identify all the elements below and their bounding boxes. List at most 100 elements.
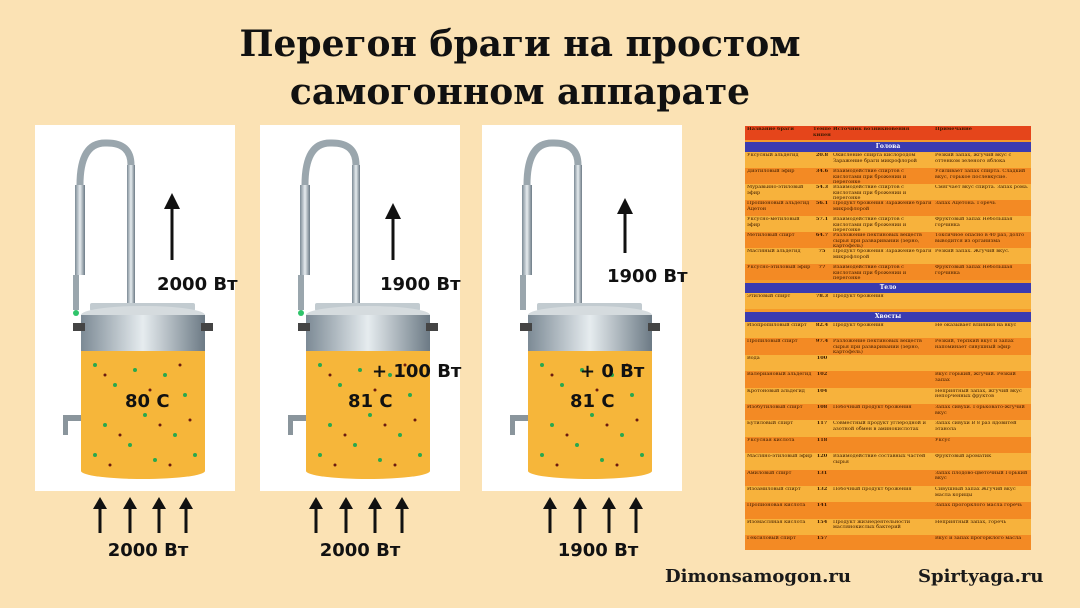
source-cell: Побочный продукт брожения [833, 405, 912, 410]
source-cell: Разложение пектиновых веществ сырья при … [833, 233, 922, 249]
source-cell: Побочный продукт брожения [833, 487, 912, 492]
table-row: Этиловый спирт 78.3 Продукт брожения [745, 293, 1031, 309]
temp-cell: 77 [818, 265, 826, 270]
note-cell: Фруктовый ароматик [935, 454, 992, 460]
temp-cell: 57.1 [815, 217, 829, 222]
source-cell: Совместный продукт углеродной и азотной … [833, 421, 926, 432]
source-cell: Разложение пектиновых веществ сырья при … [833, 339, 922, 356]
still-illustration-2 [288, 139, 438, 479]
source-cell: Взаимодействие спиртов с кислотами при б… [833, 185, 907, 201]
note-cell: Вкус и запах прогорклого масла [935, 536, 1022, 542]
still-panel-1: 2000 Вт 80 С [35, 125, 238, 491]
temp-cell: 102 [816, 372, 828, 378]
title-line-2: самогонном аппарате [289, 71, 751, 113]
temp-cell: 154 [816, 519, 828, 525]
table-header-row: Название брагиТемпература кипенияИсточни… [745, 126, 1031, 140]
name-cell: Уксусно-этиловый эфир [747, 265, 811, 270]
vapor-power-label: 1900 Вт [607, 266, 688, 287]
mash-temperature-label: 80 С [125, 391, 170, 412]
extra-power-label: + 100 Вт [372, 361, 462, 382]
name-cell: Амиловый спирт [747, 470, 792, 476]
source-cell: Взаимодействие спиртов с кислотами при б… [833, 217, 907, 233]
heater-power-label-2: 2000 Вт [319, 540, 401, 561]
mash-temperature-label: 81 С [570, 391, 615, 412]
source-cell: Продукт брожения Заражение браги микрофл… [833, 249, 932, 260]
name-cell: Этиловый спирт [747, 294, 791, 299]
mash-temperature-label: 81 С [348, 391, 393, 412]
heating-arrows-2 [309, 497, 409, 533]
source-cell: Продукт брожения [833, 294, 884, 299]
note-cell: Примечание [935, 127, 972, 132]
name-cell: Изобутиловый спирт [747, 405, 803, 410]
still-illustration-3 [510, 139, 660, 479]
name-cell: Кротоновый альдегид [747, 388, 805, 394]
note-cell: Запах сивухи В 8 раз ядовитей этанола [935, 421, 1017, 432]
note-cell: Запах плодово-цветочный Горький вкус [935, 470, 1028, 482]
temp-cell: 78.3 [815, 294, 829, 299]
name-cell: Изомасляная кислота [747, 519, 806, 525]
table-row: Валериановый альдегид 102 Вкус горький, жг… [745, 371, 1031, 388]
footer-site-left: Dimonsamogon.ru [665, 566, 851, 587]
vapor-power-label: 1900 Вт [380, 274, 461, 295]
source-cell: Взаимодействие спиртов с кислотами при б… [833, 265, 907, 281]
table-row: Уксусно-этиловый эфир 77 Взаимодействие сп… [745, 264, 1031, 281]
temp-cell: 56.1 [815, 201, 829, 206]
temp-cell: 132 [816, 487, 828, 492]
name-cell: Изоамиловый спирт [747, 487, 801, 492]
table-row: Изомасляная кислота 154 Продукт жизнедеяте… [745, 518, 1031, 536]
name-cell: Название браги [747, 127, 795, 132]
section-row-body: Тело [745, 283, 1031, 293]
footer-site-right: Spirtyaga.ru [918, 566, 1044, 587]
source-cell: Продукт жизнедеятельности маслянокислых … [833, 519, 911, 531]
still-illustration-1 [63, 139, 213, 479]
table-row: Вода 100 [745, 354, 1031, 372]
temp-cell: 118 [816, 437, 828, 443]
note-cell: Не оказывает влияния на вкус [935, 323, 1017, 328]
note-cell: Фруктовый запах Небольшая горчинка [935, 217, 1013, 228]
note-cell: Неприятный запах, жгучий вкус непорченны… [935, 388, 1022, 400]
note-cell: Вкус горький, жгучий. Резкий запах [935, 372, 1016, 383]
temp-cell: 54.3 [815, 185, 829, 190]
name-cell: Масляно-этиловый эфир [747, 454, 813, 460]
name-cell: Валериановый альдегид [747, 372, 812, 378]
temp-cell: 141 [816, 503, 828, 509]
heater-power-label-3: 1900 Вт [557, 540, 639, 561]
temp-cell: 131 [816, 470, 828, 476]
table-row: Метиловый спирт 64.7 Разложение пектиновых… [745, 232, 1031, 249]
note-cell: Резкий, терпкий вкус и запах напоминает … [935, 339, 1014, 350]
note-cell: Усиливает запах спирта. Сладкий вкус, го… [935, 169, 1026, 180]
table-row: Муравьино-этиловый эфир 54.3 Взаимодействи… [745, 184, 1031, 201]
name-cell: Муравьино-этиловый эфир [747, 185, 804, 196]
name-cell: Вода [747, 355, 760, 361]
name-cell: Масляный альдегид [747, 249, 801, 254]
name-cell: Бутиловый спирт [747, 421, 794, 427]
heating-arrows-3 [543, 497, 643, 533]
still-panel-3: 1900 Вт 81 С + 0 Вт [482, 125, 688, 491]
temp-cell: 64.7 [815, 233, 829, 238]
name-cell: Метиловый спирт [747, 233, 795, 238]
impurities-table: Название брагиТемпература кипенияИсточни… [745, 126, 1031, 550]
name-cell: Диэтиловый эфир [747, 169, 795, 174]
temp-cell: 97.4 [815, 339, 829, 345]
temp-cell: 34.6 [815, 169, 829, 174]
table-row: Амиловый спирт 131 Запах плодово-цветочный… [745, 469, 1031, 486]
temp-cell: 157 [816, 536, 828, 542]
temp-cell: 20.8 [815, 153, 829, 158]
note-cell: Смягчает вкус спирта. Запах рома. [935, 185, 1029, 190]
temp-cell: Температура кипения [813, 127, 831, 138]
temp-cell: 100 [816, 355, 828, 361]
source-cell: Окисление спирта кислородом Заражение бр… [833, 153, 917, 164]
note-cell: Резкий запах, жгучий вкус с оттенком зел… [935, 153, 1012, 164]
note-cell: Неприятный запах, горечь [935, 519, 1007, 525]
temp-cell: 82.4 [815, 323, 829, 328]
